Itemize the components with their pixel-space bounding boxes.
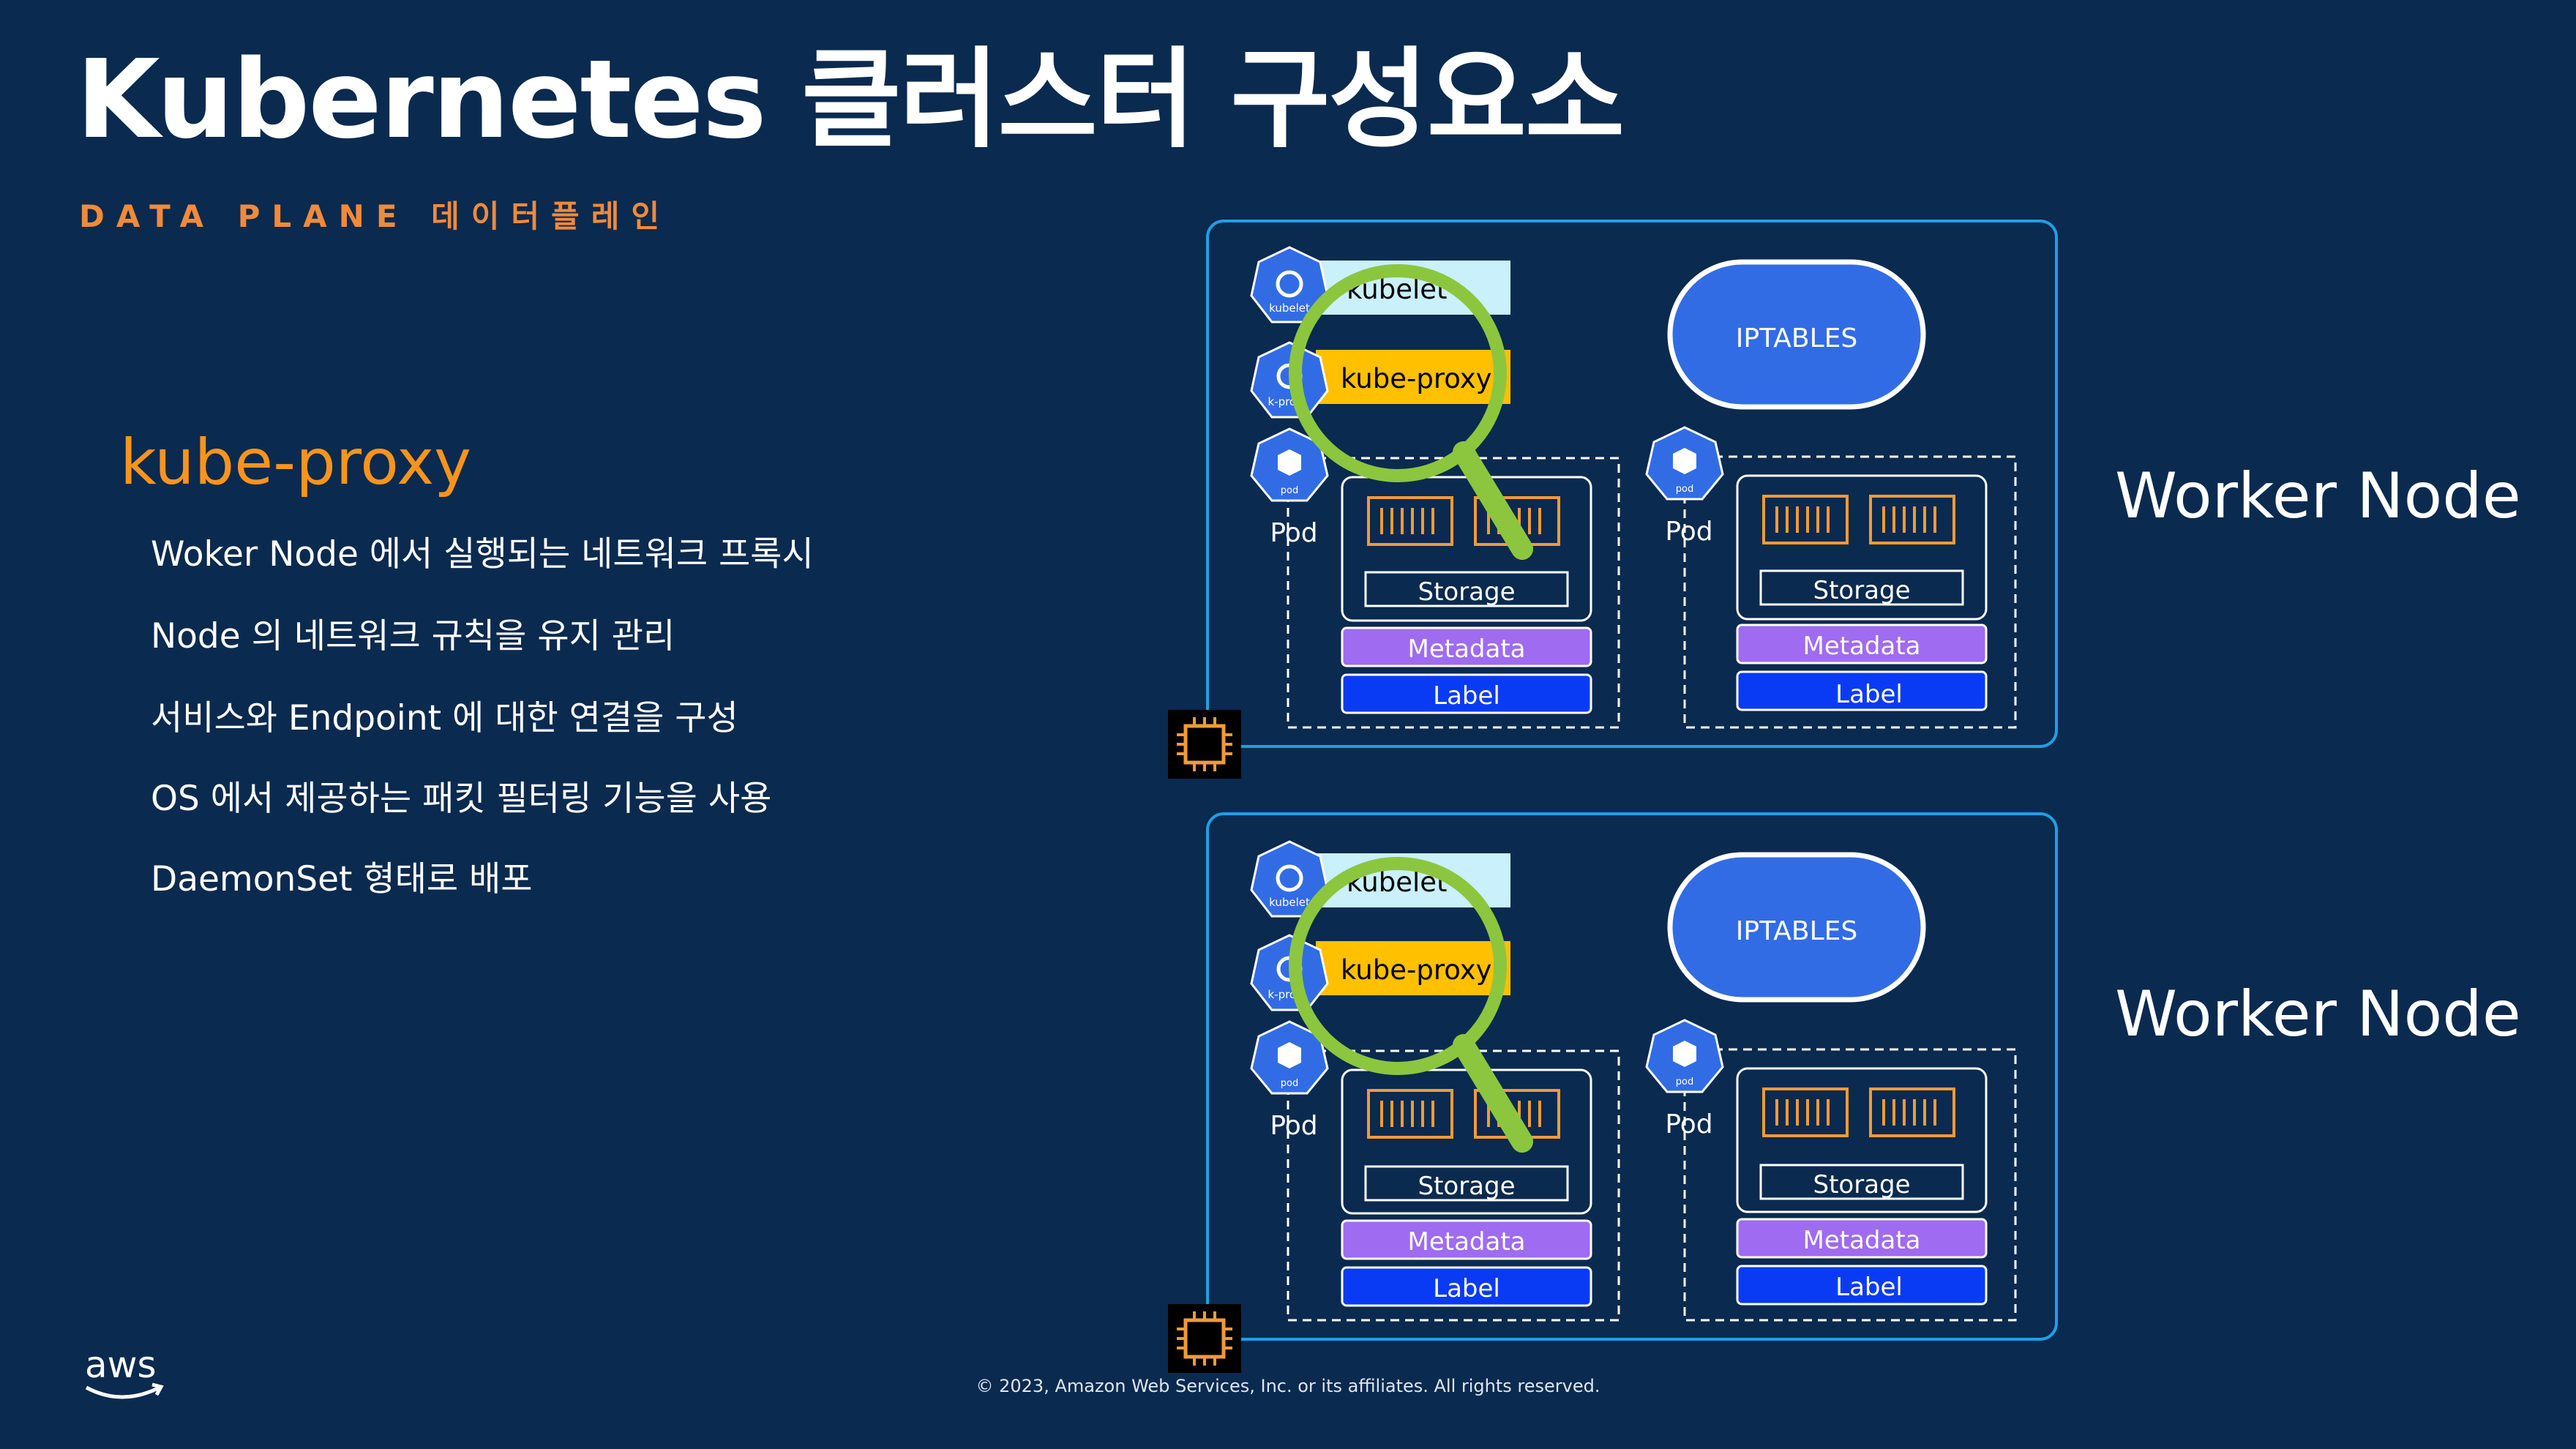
page-subtitle: DATA PLANE 데이터플레인 [79,198,671,234]
section-heading: kube-proxy [120,426,472,499]
cube-icon [1278,1042,1301,1068]
iptables-pill [1667,259,1926,410]
bullet-item: Woker Node 에서 실행되는 네트워크 프록시 [151,534,814,574]
svg-text:kubelet: kubelet [1269,302,1310,315]
aws-logo: aws [85,1345,164,1399]
metadata-bar [1736,1218,1988,1259]
pod-2: pod Pod Storage Metadata Label [1645,426,2017,729]
bullet-item: OS 에서 제공하는 패킷 필터링 기능을 사용 [151,779,772,819]
pod-label: Pod [1270,1111,1317,1141]
pod-1: pod Pod Storage Metadata Label [1250,427,1620,729]
kubelet-icon: kubelet [1250,246,1329,323]
pod-2: pod Pod Storage Metadata Label [1645,1019,2017,1322]
kubelet-icon: kubelet [1250,840,1329,918]
svg-text:pod: pod [1281,485,1298,496]
storage-box [1759,569,1964,606]
metadata-bar [1736,624,1988,664]
metadata-bar [1341,626,1592,667]
cube-icon [1673,448,1696,474]
label-bar [1736,1265,1988,1306]
metadata-bar [1341,1219,1592,1260]
bullet-item: DaemonSet 형태로 배포 [151,859,533,899]
label-text: Label [1433,1274,1500,1303]
label-text: Label [1835,680,1903,709]
svg-text:pod: pod [1676,484,1693,495]
kube-proxy-label: kube-proxy [1341,363,1492,394]
node-frame [1206,220,2058,748]
magnifier-icon [1289,264,1533,560]
iptables-label: IPTABLES [1736,916,1858,946]
svg-text:aws: aws [85,1345,157,1386]
svg-text:pod: pod [1676,1077,1693,1087]
cube-icon [1673,1041,1696,1067]
label-bar [1736,670,1988,711]
label-text: Label [1433,681,1500,711]
metadata-label: Metadata [1407,1227,1525,1257]
storage-label: Storage [1813,576,1910,605]
cube-icon [1278,449,1301,476]
pod-label: Pod [1665,1109,1712,1139]
label-text: Label [1835,1273,1903,1302]
copyright-footer: © 2023, Amazon Web Services, Inc. or its… [976,1376,1600,1396]
label-bar [1341,1266,1592,1307]
metadata-label: Metadata [1407,634,1525,664]
kube-proxy-bar [1316,941,1510,995]
storage-label: Storage [1418,577,1515,607]
iptables-pill [1667,852,1926,1003]
magnifier-icon [1289,857,1533,1153]
bullet-item: 서비스와 Endpoint 에 대한 연결을 구성 [151,698,738,738]
kube-proxy-bar [1316,350,1510,404]
node-frame [1206,812,2058,1341]
storage-label: Storage [1813,1170,1910,1199]
storage-box [1364,1165,1569,1202]
container-icon [1869,1087,1955,1137]
storage-label: Storage [1418,1172,1515,1201]
pod-card [1736,474,1988,621]
storage-box [1759,1164,1964,1200]
pod-card [1736,1067,1988,1213]
worker-node-1: kubelet kube-proxy kubelet k-prox IPTABL… [1168,220,2058,779]
label-bar [1341,673,1592,714]
page-title: Kubernetes 클러스터 구성요소 [76,37,1625,162]
svg-text:pod: pod [1281,1078,1298,1089]
bullet-item: Node 의 네트워크 규칙을 유지 관리 [151,616,675,656]
worker-node-2: kubelet kube-proxy kubelet k-prox IPTABL… [1168,812,2058,1373]
ec2-chip-icon [1168,1304,1241,1373]
container-icon [1367,1089,1453,1139]
pod-label: Pod [1665,517,1712,547]
container-icon [1762,1087,1849,1137]
container-icon [1869,495,1955,544]
pod-label: Pod [1270,518,1317,548]
worker-node-label: Worker Node [2115,978,2521,1051]
iptables-label: IPTABLES [1736,323,1858,353]
container-icon [1367,496,1453,546]
kube-proxy-label: kube-proxy [1341,954,1492,986]
worker-node-label: Worker Node [2115,460,2521,533]
ec2-chip-icon [1168,710,1241,779]
container-icon [1762,495,1849,544]
svg-text:kubelet: kubelet [1269,896,1310,909]
metadata-label: Metadata [1802,632,1920,661]
storage-box [1364,571,1569,607]
metadata-label: Metadata [1802,1226,1920,1255]
